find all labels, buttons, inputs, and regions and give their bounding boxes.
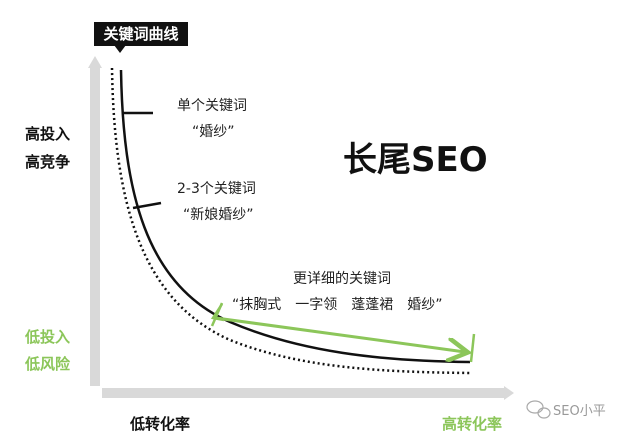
x-left-label: 低转化率 — [130, 415, 191, 433]
range-tick-right — [469, 333, 476, 363]
watermark-icon — [526, 400, 551, 419]
y-top-label-1: 高投入 — [25, 125, 71, 143]
main-label: 长尾SEO — [343, 140, 488, 180]
x-axis-arrowhead — [504, 386, 514, 400]
multi-keyword-example: “新娘婚纱” — [183, 207, 254, 223]
tick-multi — [132, 201, 162, 210]
title-pointer — [114, 45, 126, 53]
detailed-keyword-heading: 更详细的关键词 — [293, 271, 391, 287]
range-tick-left — [210, 302, 224, 327]
range-arrow — [215, 316, 465, 352]
y-axis-arrowhead — [88, 56, 102, 68]
single-keyword-heading: 单个关键词 — [177, 98, 247, 114]
keyword-curve — [119, 69, 471, 364]
detailed-keyword-example: “抹胸式 一字领 蓬蓬裙 婚纱” — [232, 297, 443, 313]
watermark: SEO小平 — [553, 404, 606, 419]
x-axis-bar — [102, 388, 506, 398]
curve-title: 关键词曲线 — [94, 22, 188, 46]
y-axis-bar — [90, 66, 100, 386]
multi-keyword-heading: 2-3个关键词 — [177, 181, 256, 197]
y-bottom-label-2: 低风险 — [25, 355, 71, 373]
y-top-label-2: 高竞争 — [25, 153, 71, 171]
single-keyword-example: “婚纱” — [192, 124, 235, 140]
x-right-label: 高转化率 — [442, 415, 503, 433]
y-bottom-label-1: 低投入 — [25, 328, 71, 346]
dotted-curve — [110, 67, 471, 375]
